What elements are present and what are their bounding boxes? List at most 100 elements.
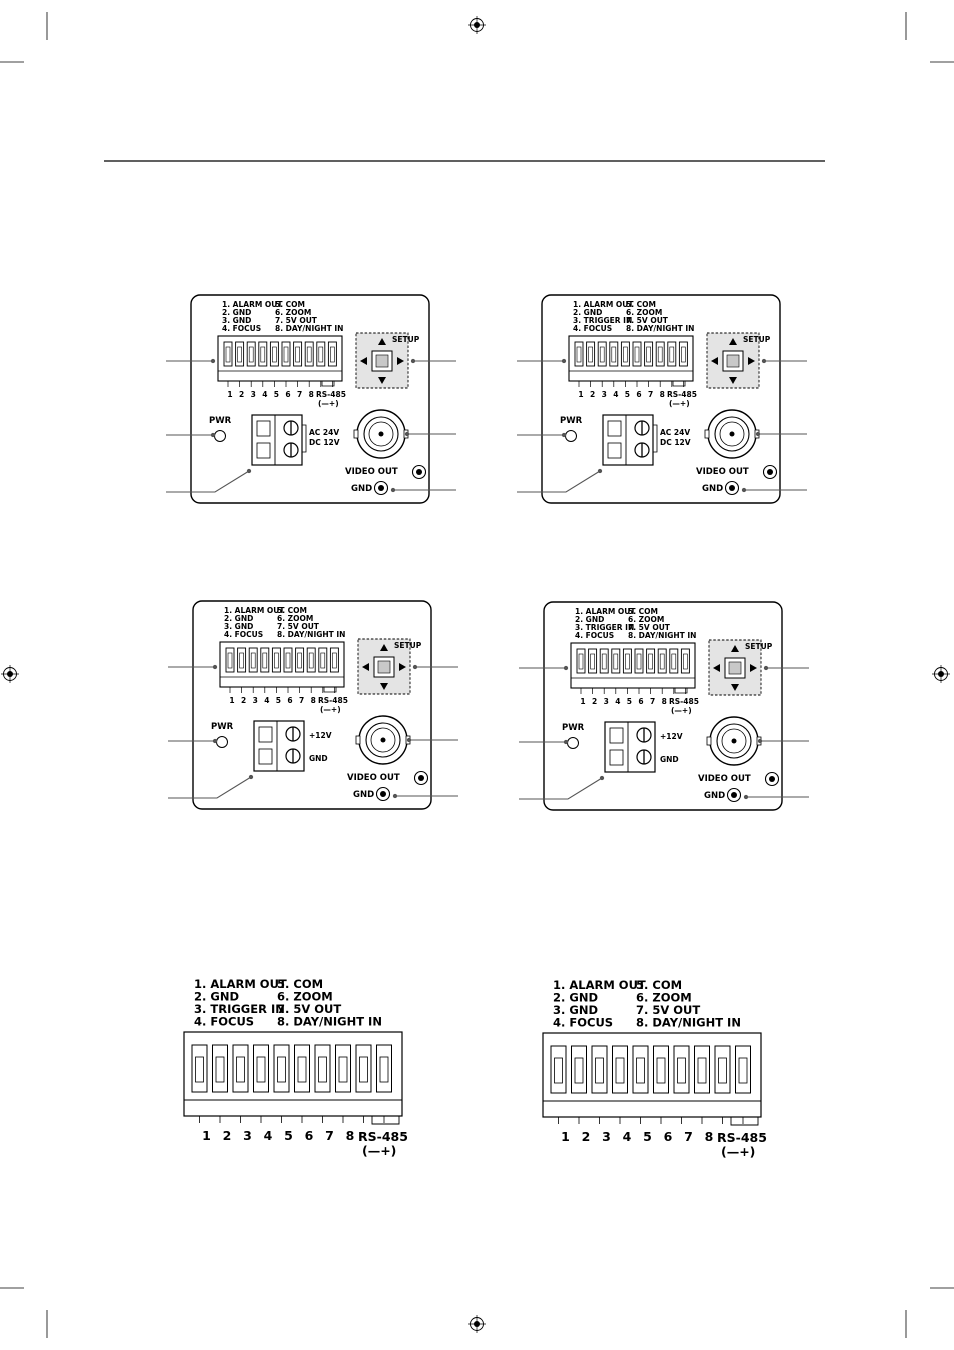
rs485-bracket bbox=[323, 687, 337, 693]
terminal-screw bbox=[697, 1057, 707, 1084]
bnc-lug bbox=[706, 736, 712, 746]
pin-number: 1 bbox=[227, 390, 232, 399]
pin-number: 6 bbox=[285, 390, 290, 399]
callout-dot bbox=[761, 358, 767, 364]
legend-item: 2. GND bbox=[575, 615, 604, 624]
legend-item: 3. GND bbox=[553, 1003, 598, 1017]
video-out-jack-core bbox=[416, 469, 422, 475]
terminal-screw bbox=[669, 346, 675, 363]
pin-number: 3 bbox=[602, 1129, 611, 1144]
terminal-block bbox=[217, 335, 343, 387]
legend-item: 5. COM bbox=[277, 606, 307, 615]
terminal-screw bbox=[260, 346, 266, 363]
setup-keypad bbox=[355, 332, 409, 389]
up-arrow-icon bbox=[378, 338, 386, 345]
legend-item: 3. GND bbox=[222, 316, 251, 325]
right-arrow-icon bbox=[399, 663, 406, 671]
legend-item: 4. FOCUS bbox=[553, 1016, 613, 1030]
legend-item: 6. ZOOM bbox=[277, 614, 313, 623]
setup-label: SETUP bbox=[392, 335, 420, 344]
legend-item: 2. GND bbox=[573, 308, 602, 317]
pin-number: 6 bbox=[636, 390, 641, 399]
callout-lines bbox=[517, 358, 807, 493]
rs485-bracket bbox=[674, 688, 688, 694]
rs485-label: RS-485 bbox=[669, 697, 699, 706]
rs485-label: RS-485 bbox=[667, 390, 697, 399]
legend-item: 1. ALARM OUT bbox=[575, 607, 636, 616]
pin-number: 2 bbox=[223, 1128, 232, 1143]
power-terminal-slot bbox=[609, 749, 624, 766]
callout-dot bbox=[406, 737, 412, 743]
video-out-jack-core bbox=[769, 776, 775, 782]
gnd-label: GND bbox=[353, 790, 374, 800]
terminal-screw bbox=[657, 346, 663, 363]
terminal-screw bbox=[615, 1057, 625, 1084]
gnd-jack-core bbox=[729, 485, 735, 491]
callout-dot bbox=[757, 738, 763, 744]
callout-dot bbox=[412, 664, 418, 670]
terminal-screw bbox=[677, 1057, 686, 1084]
terminal-screw bbox=[595, 1057, 604, 1084]
pwr-led-icon bbox=[214, 430, 226, 442]
bnc-lug bbox=[704, 429, 710, 439]
terminal-screw bbox=[578, 653, 584, 670]
terminal-screw bbox=[613, 653, 619, 670]
callout-dot bbox=[763, 665, 769, 671]
pin-number: 7 bbox=[648, 390, 653, 399]
callout-dot bbox=[563, 665, 569, 671]
pin-number: 3 bbox=[251, 390, 256, 399]
power-label: DC 12V bbox=[309, 438, 340, 447]
video-out-jack-core bbox=[418, 775, 424, 781]
power-terminal-slot bbox=[258, 748, 273, 765]
pin-number: 4 bbox=[623, 1129, 632, 1144]
callout-line bbox=[168, 776, 252, 799]
pin-number: 6 bbox=[287, 696, 292, 705]
power-label: +12V bbox=[660, 732, 683, 741]
pin-number: 3 bbox=[604, 697, 609, 706]
power-terminal-slot bbox=[256, 420, 271, 437]
pin-number: 2 bbox=[590, 390, 595, 399]
terminal-screw bbox=[248, 346, 254, 363]
up-arrow-icon bbox=[729, 338, 737, 345]
rs485-bracket bbox=[730, 1117, 759, 1126]
crop-marks bbox=[0, 12, 954, 1338]
setup-keypad bbox=[706, 332, 760, 389]
rs485-label: RS-485 bbox=[358, 1129, 408, 1144]
power-label: AC 24V bbox=[309, 428, 339, 437]
rs485-polarity: (—+) bbox=[318, 399, 339, 408]
callout-dot bbox=[597, 468, 603, 474]
video-out-connector bbox=[353, 409, 409, 459]
right-arrow-icon bbox=[397, 357, 404, 365]
terminal-screw bbox=[574, 1057, 584, 1084]
legend-item: 8. DAY/NIGHT IN bbox=[275, 324, 343, 333]
pin-number: 6 bbox=[305, 1128, 314, 1143]
legend-item: 8. DAY/NIGHT IN bbox=[636, 1016, 741, 1030]
power-connector bbox=[602, 414, 654, 466]
gnd-jack-core bbox=[731, 792, 737, 798]
power-terminal-slot bbox=[256, 442, 271, 459]
pin-number: 2 bbox=[582, 1129, 591, 1144]
rs485-label: RS-485 bbox=[316, 390, 346, 399]
pin-number: 4 bbox=[264, 1128, 273, 1143]
pin-number: 3 bbox=[253, 696, 258, 705]
left-arrow-icon bbox=[711, 357, 718, 365]
terminal-screw bbox=[683, 653, 688, 670]
left-arrow-icon bbox=[360, 357, 367, 365]
callout-dot bbox=[212, 664, 218, 670]
callout-dot bbox=[561, 432, 567, 438]
pin-number: 4 bbox=[264, 696, 269, 705]
rs485-polarity: (—+) bbox=[721, 1144, 755, 1159]
pin-number: 1 bbox=[578, 390, 583, 399]
terminal-block bbox=[219, 641, 345, 693]
pin-number: 1 bbox=[580, 697, 585, 706]
rs485-label: RS-485 bbox=[318, 696, 348, 705]
gnd-jack-core bbox=[378, 485, 384, 491]
legend-item: 5. COM bbox=[628, 607, 658, 616]
terminal-screw bbox=[297, 1056, 307, 1083]
bnc-pin bbox=[729, 431, 735, 437]
terminal-screw bbox=[625, 653, 630, 670]
terminal-screw bbox=[623, 346, 628, 363]
pin-number: 7 bbox=[325, 1128, 334, 1143]
